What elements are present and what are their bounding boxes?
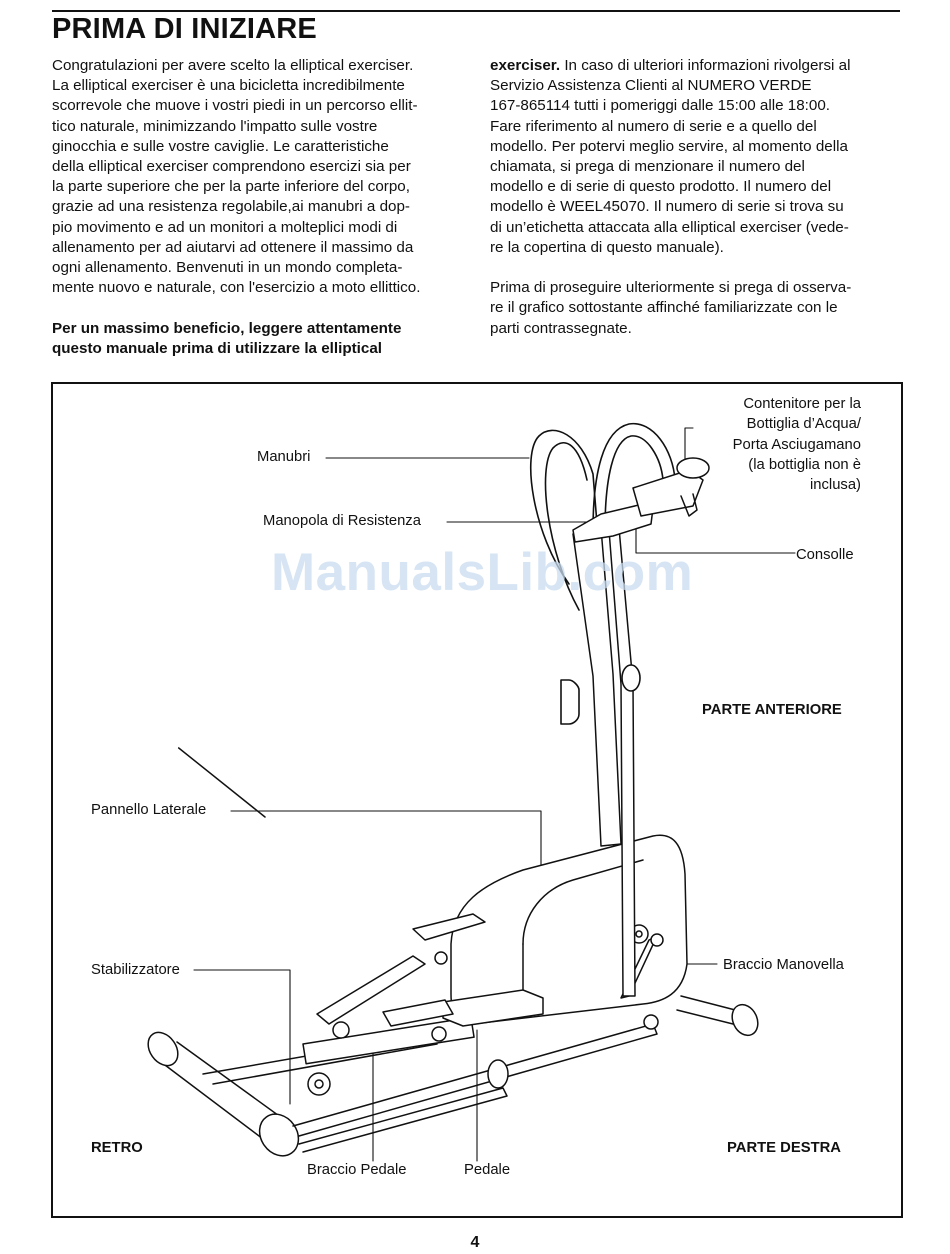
bold-word: exerciser.: [490, 57, 561, 74]
right-column: exerciser. In caso di ulteriori informaz…: [490, 56, 900, 339]
text-line: della elliptical exerciser comprendono e…: [52, 158, 411, 176]
left-column: Congratulazioni per avere scelto la elli…: [52, 56, 466, 359]
page-title: PRIMA DI INIZIARE: [52, 13, 317, 45]
leader-lines: [193, 427, 796, 1162]
label-braccio-pedale: Braccio Pedale: [307, 1162, 407, 1178]
label-braccio-manovella: Braccio Manovella: [723, 957, 844, 973]
text-line: modello e di serie di questo prodotto. I…: [490, 178, 832, 196]
paragraph-gap: [52, 298, 466, 318]
text-line: Fare riferimento al numero di serie e a …: [490, 117, 817, 135]
label-retro: RETRO: [91, 1140, 143, 1156]
console: [572, 457, 710, 543]
text-line: 167-865114 tutti i pomeriggi dalle 15:00…: [490, 97, 830, 115]
intro-paragraph: Congratulazioni per avere scelto la elli…: [52, 56, 466, 298]
leader-stabilizzatore: [193, 969, 291, 1105]
elliptical-illustration: [147, 422, 796, 1162]
text-line: Servizio Assistenza Clienti al NUMERO VE…: [490, 77, 812, 95]
parts-diagram: ManualsLib.com Contenitore per la Bottig…: [51, 382, 903, 1218]
label-manopola: Manopola di Resistenza: [263, 513, 421, 529]
text-line: exerciser. In caso di ulteriori informaz…: [490, 56, 900, 76]
text-line: ginocchia e sulle vostre caviglie. Le ca…: [52, 137, 389, 155]
label-stabilizzatore: Stabilizzatore: [91, 962, 180, 978]
text-line: chiamata, si prega di menzionare il nume…: [490, 158, 805, 176]
rear-stabilizer: [147, 720, 300, 1157]
text-line: Prima di proseguire ulteriormente si pre…: [490, 279, 852, 297]
diagram-intro-paragraph: Prima di proseguire ulteriormente si pre…: [490, 278, 900, 339]
text-line: pio movimento e ad un monitori a moltepl…: [52, 218, 398, 236]
paragraph-gap: [490, 258, 900, 278]
label-line: Bottiglia d’Acqua/: [746, 416, 861, 433]
top-rule: [52, 10, 900, 12]
text-line: modello. Per potervi meglio servire, al …: [490, 137, 848, 155]
label-parte-destra: PARTE DESTRA: [727, 1140, 841, 1156]
front-stabilizer: [676, 995, 759, 1037]
service-paragraph: exerciser. In caso di ulteriori informaz…: [490, 56, 900, 258]
text-line: mente nuovo e naturale, con l'esercizio …: [52, 279, 421, 297]
label-consolle: Consolle: [796, 547, 854, 563]
text-line: ogni allenamento. Benvenuti in un mondo …: [52, 259, 403, 277]
text-line: re la copertina di questo manuale).: [490, 238, 724, 256]
text-line: La elliptical exerciser è una bicicletta…: [52, 77, 405, 95]
frame-rails: [202, 1014, 659, 1153]
label-pannello: Pannello Laterale: [91, 802, 207, 818]
leader-consolle: [635, 509, 796, 554]
label-line: (la bottiglia non è: [748, 456, 861, 473]
text-line: la parte superiore che per la parte infe…: [52, 178, 410, 196]
text-line: di un’etichetta attaccata alla elliptica…: [490, 218, 849, 236]
text-line: Congratulazioni per avere scelto la elli…: [52, 57, 414, 74]
text-line: modello è WEEL45070. Il numero di serie …: [490, 198, 844, 216]
text-line: parti contrassegnate.: [490, 319, 632, 337]
label-line: Contenitore per la: [743, 396, 861, 412]
text-line: re il grafico sottostante affinché famil…: [490, 299, 838, 317]
left-pedal: [316, 913, 486, 1039]
text-line: grazie ad una resistenza regolabile,ai m…: [52, 198, 410, 216]
text-fragment: In caso di ulteriori informazioni rivolg…: [560, 57, 851, 74]
text-line: Per un massimo beneficio, leggere attent…: [52, 319, 402, 337]
label-line: Porta Asciugamano: [732, 436, 861, 453]
text-line: scorrevole che muove i vostri piedi in u…: [52, 97, 418, 115]
label-pedale: Pedale: [464, 1162, 511, 1178]
label-contenitore: Contenitore per la Bottiglia d’Acqua/ Po…: [653, 394, 861, 495]
label-manubri: Manubri: [257, 449, 311, 465]
bold-notice: Per un massimo beneficio, leggere attent…: [52, 319, 466, 359]
label-parte-anteriore: PARTE ANTERIORE: [702, 702, 842, 718]
label-line: inclusa): [810, 477, 861, 494]
page-number: 4: [470, 1234, 480, 1251]
text-line: questo manuale prima di utilizzare la el…: [52, 339, 382, 357]
text-line: tico naturale, minimizzando l'impatto su…: [52, 117, 378, 135]
right-pedal: [382, 989, 544, 1042]
handlebars: [529, 422, 676, 725]
text-line: allenamento per ad aiutarvi ad ottenere …: [52, 238, 414, 256]
